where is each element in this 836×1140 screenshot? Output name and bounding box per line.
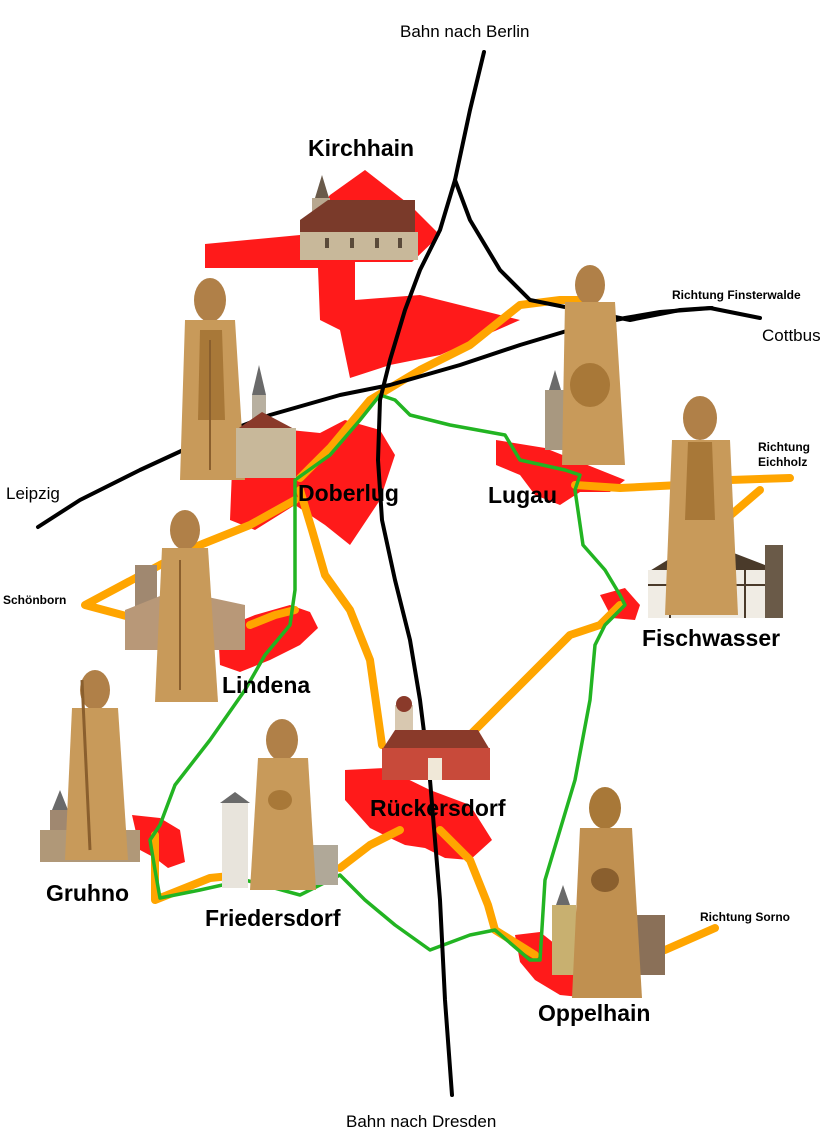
road-fischwasser-rueckersdorf [466, 601, 624, 739]
town-label-doberlug: Doberlug [298, 480, 399, 506]
church-icon [300, 175, 418, 260]
town-label-kirchhain: Kirchhain [308, 135, 415, 161]
monk-statue-icon [665, 396, 738, 615]
railway-label-berlin: Bahn nach Berlin [400, 22, 530, 41]
town-label-rueckersdorf: Rückersdorf [370, 795, 506, 821]
town-label-friedersdorf: Friedersdorf [205, 905, 341, 931]
road-doberlug-rueckersdorf [296, 486, 386, 749]
town-label-lugau: Lugau [488, 482, 557, 508]
town-label-lindena: Lindena [222, 672, 311, 698]
chapel-icon [125, 565, 245, 650]
destination-label-sorno: Richtung Sorno [700, 910, 790, 924]
railway-berlin-dresden [376, 50, 486, 1097]
monk-statue-icon [65, 670, 128, 860]
monk-statue-icon [180, 278, 245, 480]
road-lindena [246, 606, 299, 629]
destination-label-leipzig: Leipzig [6, 484, 60, 503]
trail-loop [148, 393, 627, 962]
trail [148, 393, 627, 962]
monk-statue-icon [562, 265, 625, 465]
railway-leipzig-finsterwalde [36, 306, 714, 529]
church-icon [236, 365, 296, 478]
road-rueckersdorf-oppelhain [436, 826, 539, 959]
railway-label-dresden: Bahn nach Dresden [346, 1112, 497, 1131]
monk-statue-icon [250, 719, 316, 890]
road-doberlug-kirchhain [296, 296, 589, 482]
town-label-oppelhain: Oppelhain [538, 1000, 651, 1026]
church-icon [382, 696, 490, 780]
town-label-gruhno: Gruhno [46, 880, 130, 906]
monk-statue-icon [572, 787, 642, 998]
road-rueckersdorf-friedersdorf [336, 826, 404, 872]
destination-label-finsterwalde: Richtung Finsterwalde [672, 288, 801, 302]
destination-label-eichholz-line1: Richtung [758, 440, 810, 454]
town-label-fischwasser: Fischwasser [642, 625, 781, 651]
destination-label-eichholz-line2: Eichholz [758, 455, 808, 469]
settlement-rueckersdorf [345, 768, 492, 860]
church-icon [552, 885, 665, 975]
monk-statue-icon [155, 510, 218, 702]
destination-label-cottbus: Cottbus [762, 326, 821, 345]
settlement-kirchhain [205, 170, 520, 378]
town-label-schoenborn: Schönborn [3, 593, 67, 607]
